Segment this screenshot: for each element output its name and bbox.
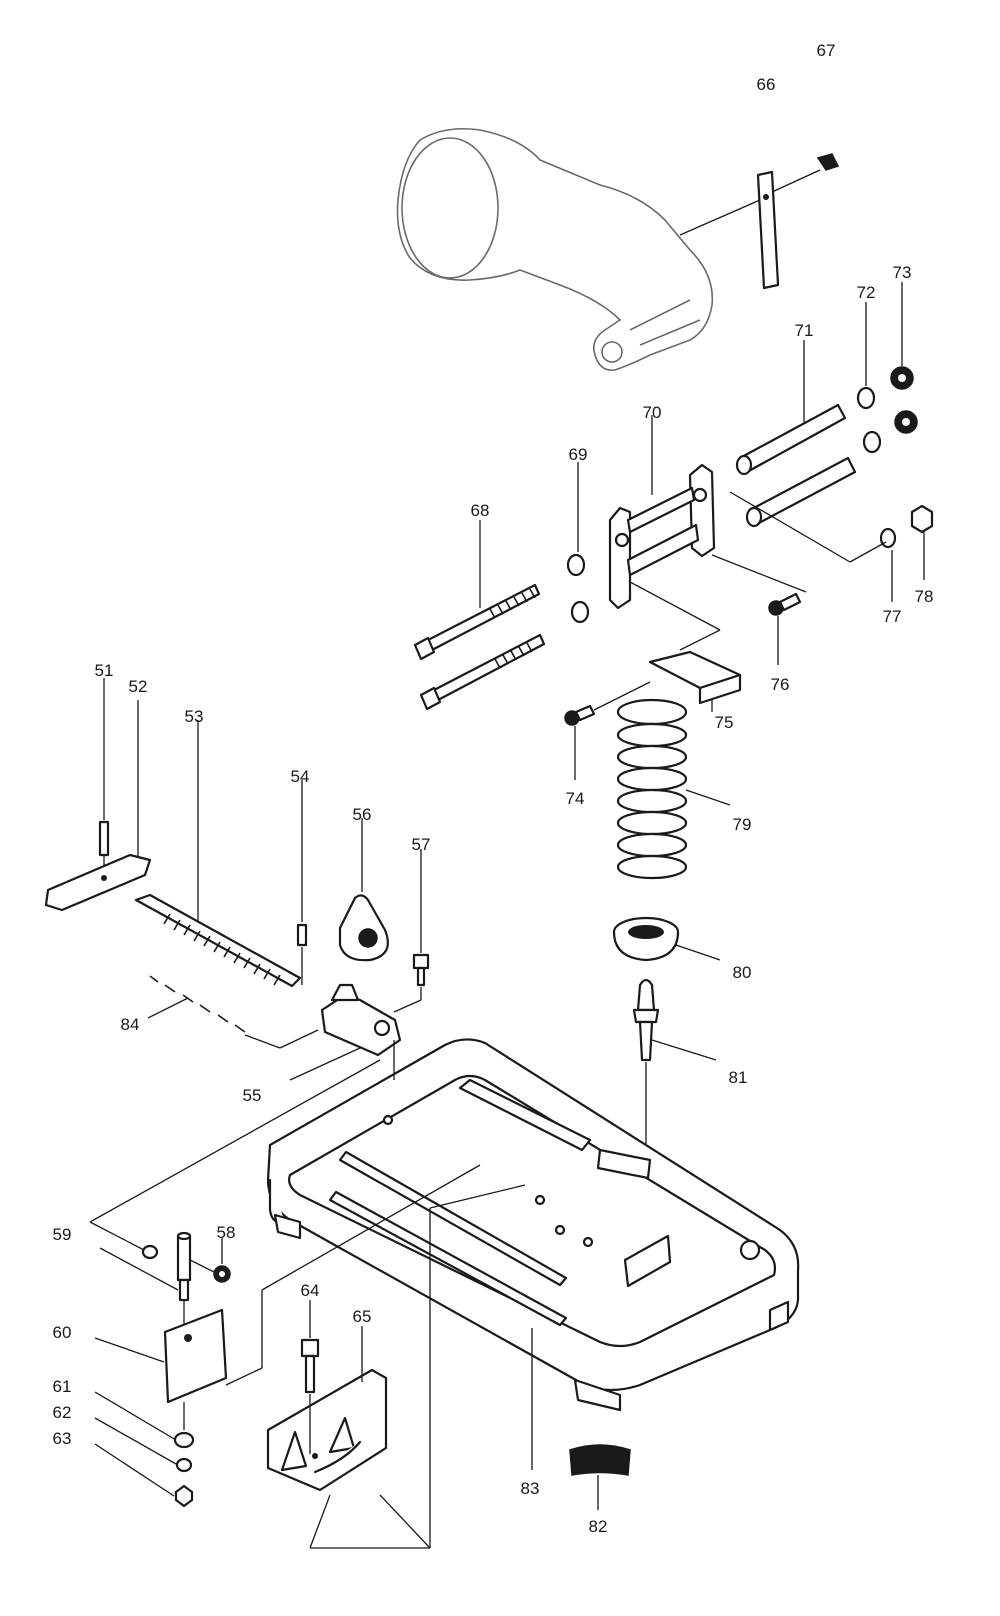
- callout-82: 82: [589, 1517, 608, 1536]
- callout-77: 77: [883, 607, 902, 626]
- callout-83: 83: [521, 1479, 540, 1498]
- callout-54: 54: [291, 767, 310, 786]
- callout-64: 64: [301, 1281, 320, 1300]
- callout-73: 73: [893, 263, 912, 282]
- part-64-bolt: [300, 1338, 320, 1394]
- part-79-spring: [616, 698, 688, 880]
- part-59-washer: [141, 1244, 159, 1260]
- callout-56: 56: [353, 805, 372, 824]
- callout-66: 66: [757, 75, 776, 94]
- callout-57: 57: [412, 835, 431, 854]
- wheel-guard-outline: [396, 127, 714, 372]
- part-63-nut: [174, 1484, 194, 1508]
- callout-71: 71: [795, 321, 814, 340]
- part-67-screw: [816, 153, 840, 171]
- part-56-vise-nut: [338, 894, 389, 962]
- part-57-bolt: [412, 953, 430, 987]
- callout-76: 76: [771, 675, 790, 694]
- part-76-screw: [768, 592, 802, 616]
- callout-70: 70: [643, 403, 662, 422]
- callout-79: 79: [733, 815, 752, 834]
- part-53-vise-screw: [134, 893, 302, 988]
- part-61-washer: [173, 1431, 195, 1449]
- part-80-spring-cup: [612, 916, 680, 962]
- callout-65: 65: [353, 1307, 372, 1326]
- part-51-pin: [98, 820, 110, 857]
- part-60-plate: [163, 1308, 228, 1404]
- callout-60: 60: [53, 1323, 72, 1342]
- part-59-stud: [176, 1231, 192, 1302]
- callout-68: 68: [471, 501, 490, 520]
- part-62-washer: [175, 1457, 193, 1473]
- part-81-pivot-pin: [632, 978, 660, 1062]
- callout-62: 62: [53, 1403, 72, 1422]
- part-84-chain: [149, 975, 246, 1033]
- part-72-washers: [856, 386, 882, 454]
- part-78-nut: [910, 504, 934, 534]
- part-52-vise-plate: [44, 853, 152, 912]
- callout-74: 74: [566, 789, 585, 808]
- callout-81: 81: [729, 1068, 748, 1087]
- callout-55: 55: [243, 1086, 262, 1105]
- part-75-clip: [648, 650, 742, 705]
- callout-labels: 51 52 53 54 55 56 57 58 59 60 61 62 63 6…: [53, 41, 934, 1536]
- part-82-rubber-foot: [569, 1444, 631, 1476]
- callout-80: 80: [733, 963, 752, 982]
- callout-52: 52: [129, 677, 148, 696]
- part-69-washers: [566, 553, 590, 624]
- callout-58: 58: [217, 1223, 236, 1242]
- part-58-nut: [213, 1265, 231, 1283]
- callout-53: 53: [185, 707, 204, 726]
- part-65-fence: [266, 1368, 388, 1492]
- part-66-plate: [756, 170, 780, 290]
- callout-61: 61: [53, 1377, 72, 1396]
- callout-59: 59: [53, 1225, 72, 1244]
- part-55-vise-bracket: [320, 983, 402, 1057]
- part-71-sleeves: [735, 403, 857, 528]
- callout-51: 51: [95, 661, 114, 680]
- part-68-bolts: [413, 583, 546, 711]
- part-73-nuts: [890, 366, 918, 434]
- part-54-pin: [296, 923, 308, 947]
- callout-67: 67: [817, 41, 836, 60]
- part-70-pivot-bracket: [608, 463, 716, 610]
- callout-84: 84: [121, 1015, 140, 1034]
- callout-78: 78: [915, 587, 934, 606]
- callout-69: 69: [569, 445, 588, 464]
- part-83-base: [266, 1038, 800, 1412]
- callout-63: 63: [53, 1429, 72, 1448]
- callout-72: 72: [857, 283, 876, 302]
- callout-75: 75: [715, 713, 734, 732]
- part-74-screw: [564, 704, 596, 726]
